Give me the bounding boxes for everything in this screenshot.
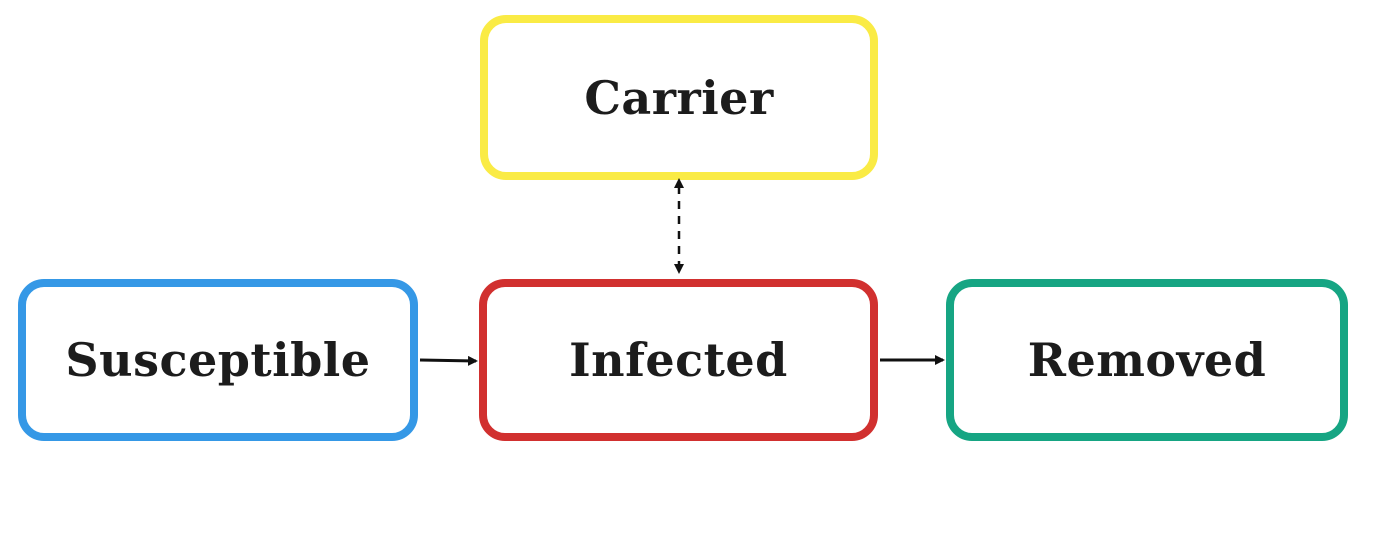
carrier-node: Carrier [480,15,878,180]
removed-label: Removed [1027,333,1267,387]
arrow-susceptible-to-infected [419,355,478,366]
removed-node: Removed [946,279,1348,441]
infected-node: Infected [479,279,878,441]
susceptible-node: Susceptible [18,279,418,441]
susceptible-label: Susceptible [65,333,371,387]
carrier-label: Carrier [584,70,774,125]
infected-label: Infected [569,333,788,387]
